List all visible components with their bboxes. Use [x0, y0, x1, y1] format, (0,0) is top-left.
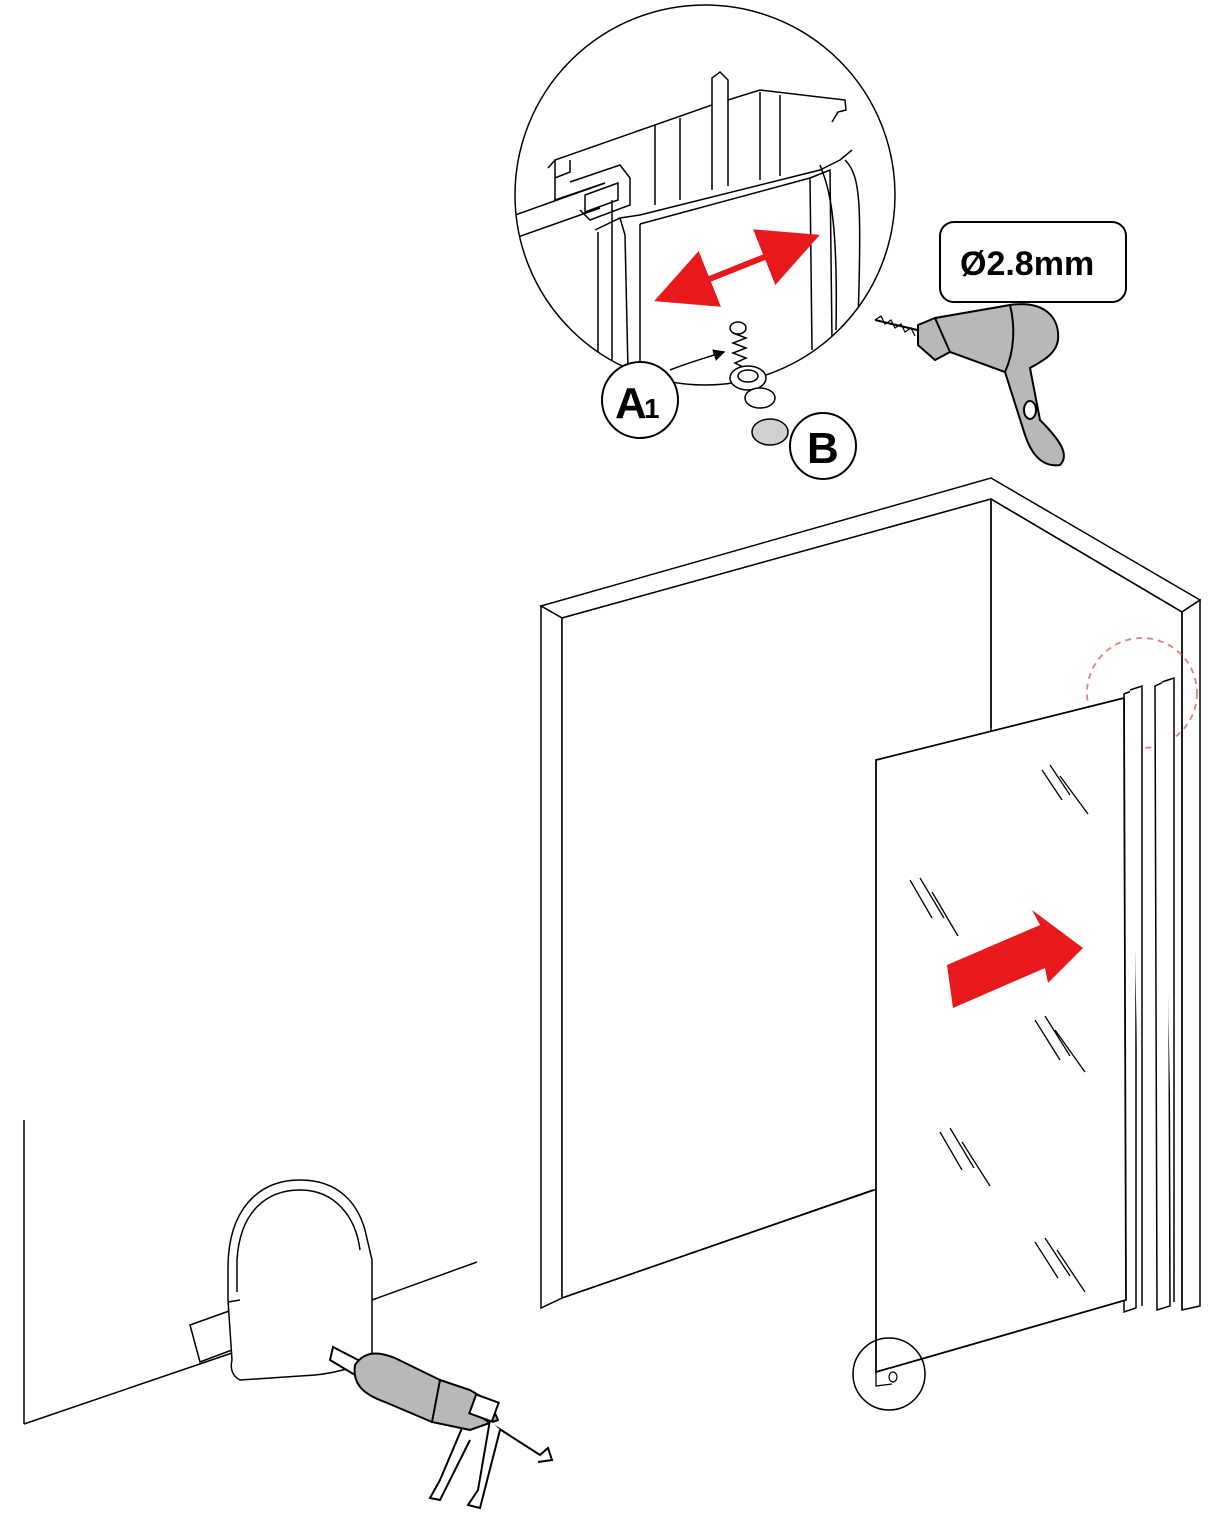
detail-zoom-circle — [514, 4, 896, 386]
label-b-text: B — [807, 424, 839, 473]
drill-bit-spec-badge: Ø2.8mm — [939, 221, 1127, 303]
detail-location-marker — [1086, 637, 1198, 749]
pointer-arrow — [669, 349, 726, 371]
caulk-gun-icon — [328, 1345, 554, 1510]
glass-panel — [875, 696, 1127, 1374]
wall-profile-rails — [1123, 676, 1175, 1314]
side-wall-section — [23, 1120, 478, 1425]
wall-profile-detail — [515, 71, 861, 380]
push-direction-arrow — [947, 910, 1083, 1008]
label-a1-main: A — [615, 379, 647, 428]
slide-adjust-arrow — [654, 229, 820, 307]
label-a1: A 1 — [601, 361, 679, 439]
drill-bit-spec-text: Ø2.8mm — [960, 245, 1094, 283]
cover-cap-icon — [751, 418, 789, 446]
screw-icon — [729, 321, 776, 409]
label-b: B — [789, 412, 857, 480]
glass-reflection-marks — [909, 764, 1089, 1293]
bottom-pivot-detail — [852, 1337, 926, 1411]
label-a1-sub: 1 — [644, 393, 660, 424]
floor-bracket — [189, 1179, 373, 1381]
drill-icon — [874, 303, 1065, 467]
